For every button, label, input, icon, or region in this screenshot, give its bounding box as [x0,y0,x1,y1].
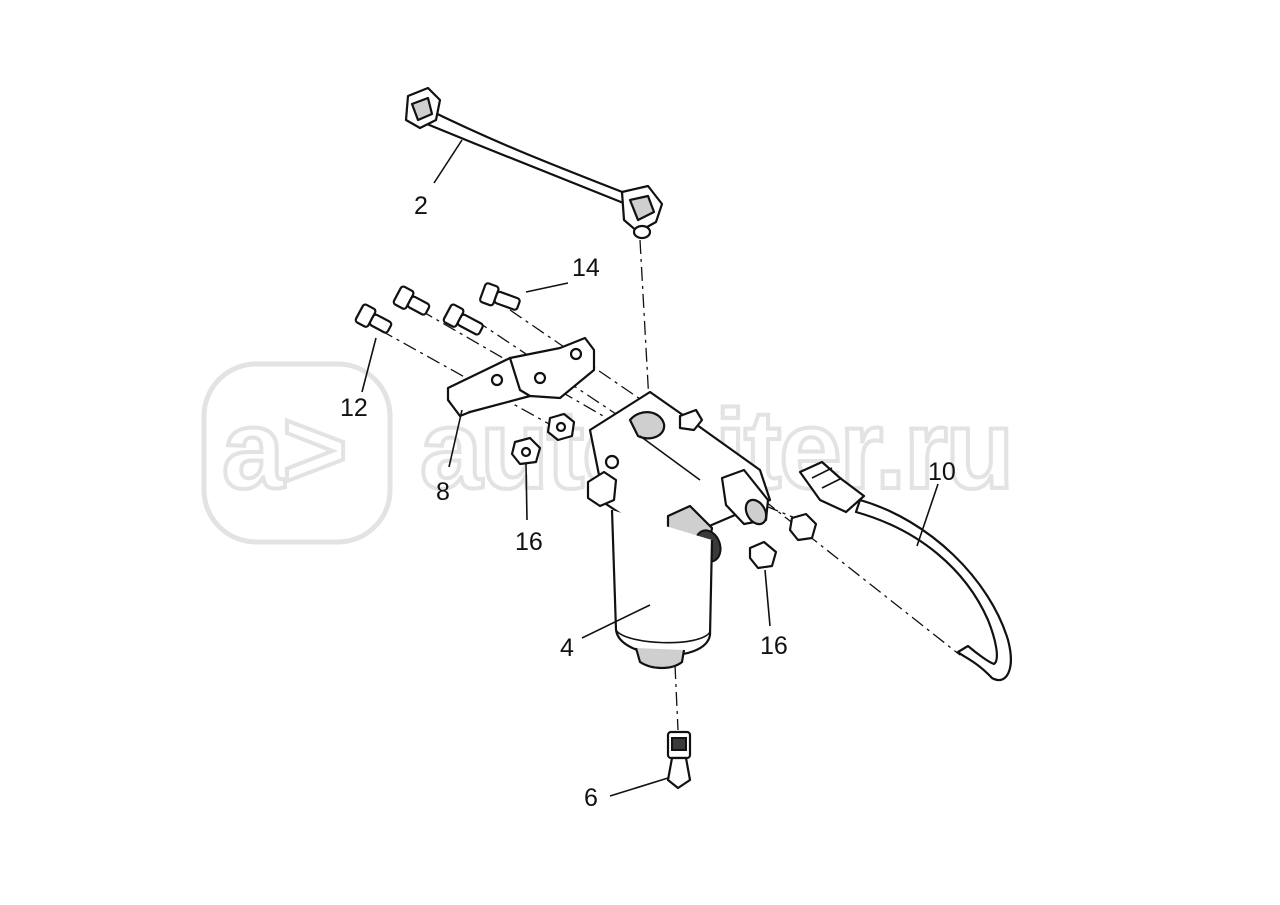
callout-10: 10 [928,458,956,486]
filter-canister-part-4 [610,509,714,670]
bracket-part-8 [446,336,596,418]
callouts: 2 14 12 8 16 10 4 16 6 [340,192,956,812]
watermark-logo-text: a> [222,387,346,512]
nuts-part-16 [510,412,818,570]
callout-14: 14 [572,254,600,282]
leader-lines [361,139,939,797]
drain-valve-part-6 [666,730,692,790]
callout-16-left: 16 [515,528,543,556]
bolts-part-12-14 [354,282,521,336]
callout-12: 12 [340,394,368,422]
sensor-cable-part-10 [798,460,1012,681]
callout-6: 6 [584,784,598,812]
fuel-hose-part-2 [404,86,664,240]
callout-4: 4 [560,634,574,662]
callout-8: 8 [436,478,450,506]
callout-16-right: 16 [760,632,788,660]
callout-2: 2 [414,192,428,220]
watermark-logo-frame [201,361,393,545]
